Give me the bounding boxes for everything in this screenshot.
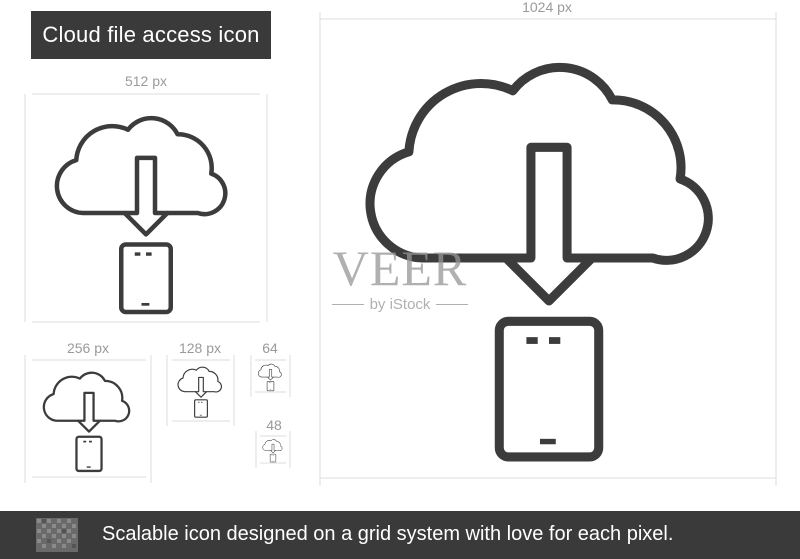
cloud-download-phone-icon-48 <box>260 437 286 463</box>
size-label-64: 64 <box>259 340 281 356</box>
size-label-512: 512 px <box>121 73 171 89</box>
size-label-1024: 1024 px <box>519 0 575 15</box>
cloud-download-phone-icon-512 <box>32 96 260 321</box>
cloud-download-phone-icon-128 <box>172 361 230 420</box>
size-label-128: 128 px <box>175 340 225 356</box>
footer-bar: Scalable icon designed on a grid system … <box>0 511 800 559</box>
cloud-download-phone-icon-1024 <box>323 22 775 476</box>
size-label-48: 48 <box>263 417 285 433</box>
cloud-download-phone-icon-256 <box>32 361 146 476</box>
guide-lines <box>24 12 777 486</box>
page-title: Cloud file access icon <box>31 11 271 59</box>
cloud-download-phone-icon-64 <box>255 361 286 392</box>
pixel-grid-icon <box>36 518 78 552</box>
footer-tagline: Scalable icon designed on a grid system … <box>102 523 674 545</box>
size-label-256: 256 px <box>63 340 113 356</box>
